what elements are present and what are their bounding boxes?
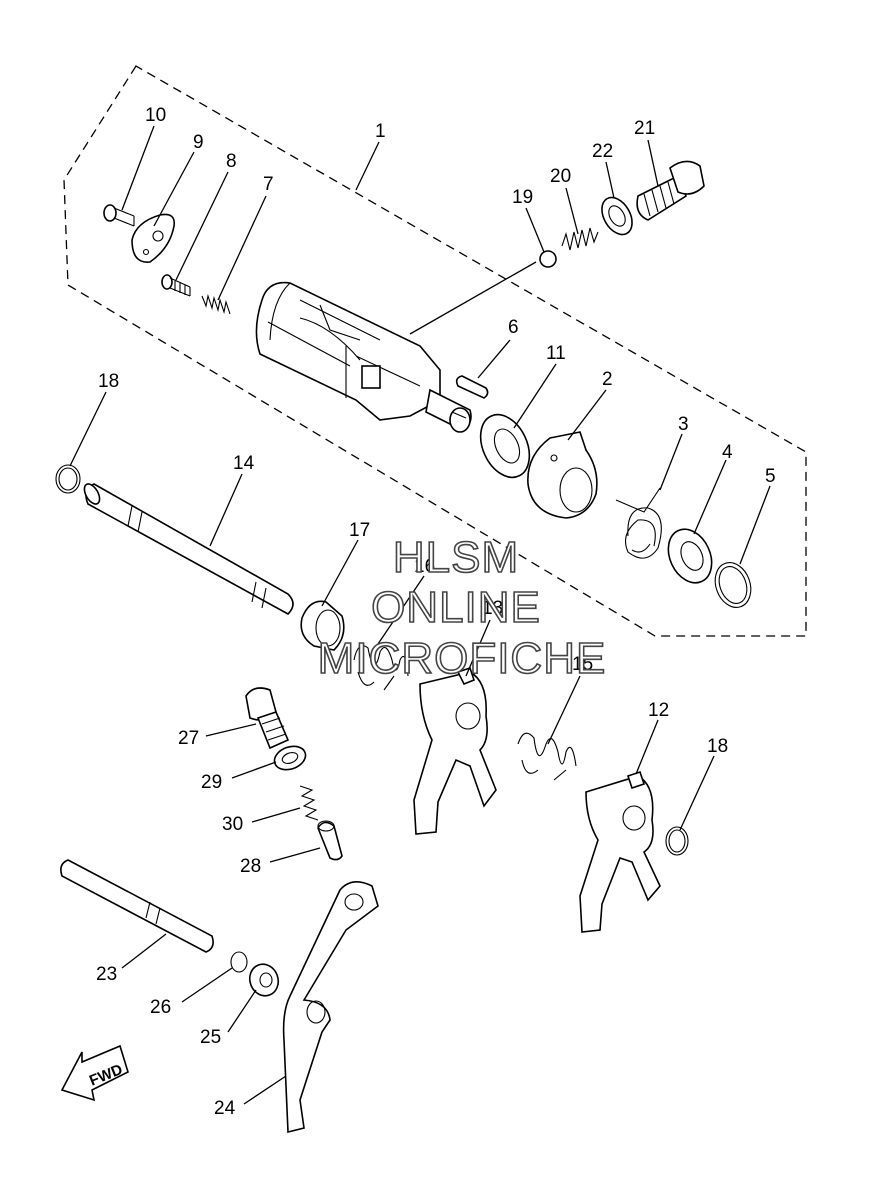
callout-5: 5 [765, 466, 776, 487]
callout-25: 25 [200, 1027, 221, 1048]
callout-28: 28 [240, 856, 261, 877]
part-washer-25 [248, 963, 280, 997]
callout-4: 4 [722, 442, 733, 463]
part-circlip-18-left [55, 464, 81, 494]
callout-18-left: 18 [98, 371, 119, 392]
part-spring-3 [615, 487, 662, 559]
leader-lines [69, 125, 771, 1105]
part-gasket-22 [601, 196, 633, 236]
callout-6: 6 [508, 317, 519, 338]
part-shift-fork-13 [413, 666, 497, 835]
part-spring-16 [353, 645, 409, 691]
callout-22: 22 [592, 141, 613, 162]
callout-26: 26 [150, 997, 171, 1018]
part-shift-drum-1 [255, 281, 472, 433]
part-segment-2 [527, 431, 598, 519]
callout-23: 23 [96, 964, 117, 985]
part-screw-10 [103, 204, 135, 227]
part-washer-11 [479, 413, 531, 479]
part-ball-19 [539, 250, 557, 268]
fwd-arrow-icon: FWD [60, 1044, 129, 1102]
callout-11: 11 [546, 343, 566, 364]
callout-19: 19 [512, 187, 533, 208]
callout-29: 29 [201, 772, 222, 793]
part-circlip-26 [230, 951, 248, 973]
callout-16: 16 [414, 556, 435, 577]
callout-21: 21 [634, 118, 655, 139]
callout-15: 15 [572, 654, 593, 675]
callout-17: 17 [349, 520, 370, 541]
callout-12: 12 [648, 700, 669, 721]
part-shift-lever-24 [282, 881, 379, 1134]
callout-10: 10 [145, 105, 166, 126]
callout-9: 9 [193, 132, 204, 153]
watermark-line-3: MICROFICHE [318, 634, 607, 683]
part-spring-7 [201, 293, 231, 315]
callout-3: 3 [678, 414, 689, 435]
part-shaft-23 [60, 859, 214, 953]
callout-8: 8 [226, 151, 237, 172]
part-pin-6 [455, 375, 489, 399]
part-pin-28 [317, 820, 343, 861]
callout-1: 1 [375, 121, 386, 142]
callout-14: 14 [233, 453, 255, 474]
part-plug-21 [636, 160, 705, 221]
callout-30: 30 [222, 814, 243, 835]
part-shift-fork-12 [579, 770, 661, 933]
assembly-outline [63, 65, 807, 637]
callout-13: 13 [482, 598, 503, 619]
part-bolt-27 [245, 687, 290, 750]
callout-7: 7 [263, 174, 274, 195]
part-washer-4 [667, 528, 713, 584]
callout-20: 20 [550, 166, 571, 187]
callout-2: 2 [602, 369, 613, 390]
part-circlip-18-right [665, 826, 689, 856]
watermark-line-1: HLSM [393, 533, 519, 582]
part-spring-15 [517, 732, 577, 781]
part-shift-rod-14 [83, 483, 294, 615]
watermark-line-2: ONLINE [371, 583, 541, 632]
callout-numbers: 10 9 8 7 1 19 20 22 21 6 11 2 3 4 5 18 1… [96, 105, 776, 1119]
part-spring-20 [561, 227, 599, 251]
part-screw-8 [161, 274, 191, 297]
watermark: HLSM ONLINE MICROFICHE [317, 532, 607, 684]
part-circlip-5 [714, 562, 752, 608]
part-bearing-17 [300, 600, 345, 651]
callout-18-right: 18 [707, 736, 728, 757]
callout-24: 24 [214, 1098, 236, 1119]
part-spring-30 [299, 785, 319, 821]
callout-27: 27 [178, 728, 199, 749]
part-washer-29 [273, 745, 307, 771]
part-plate-9 [131, 213, 176, 263]
